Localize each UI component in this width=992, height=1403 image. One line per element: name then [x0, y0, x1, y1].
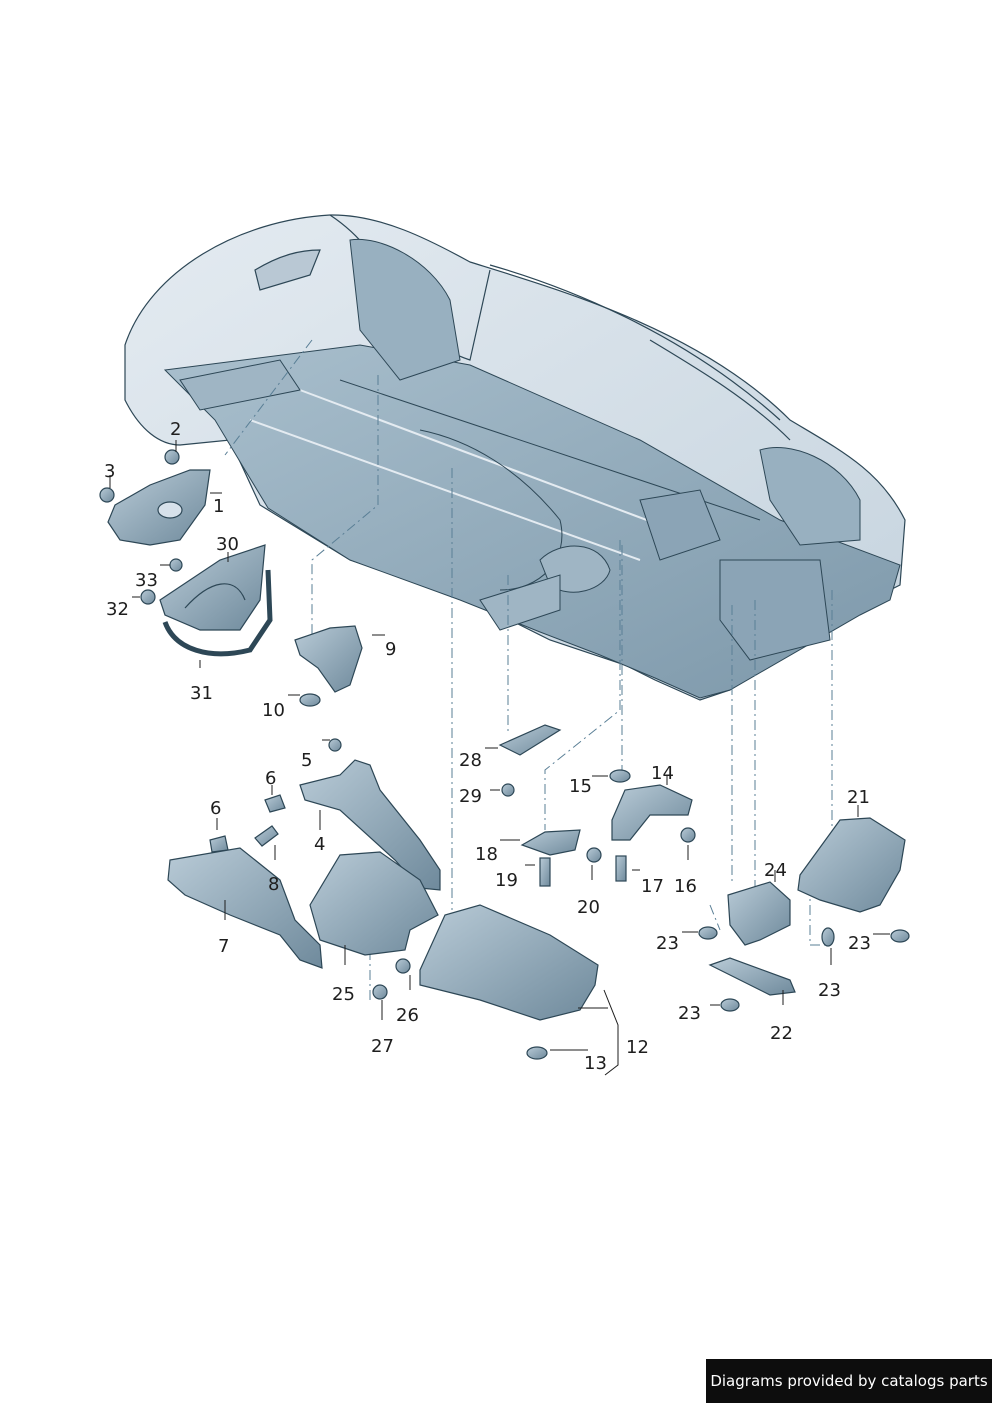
callout-24: 24 [764, 860, 787, 881]
floor-pan [163, 238, 901, 699]
callout-29: 29 [459, 786, 482, 807]
callout-15: 15 [569, 776, 592, 797]
callout-ticks [109, 440, 890, 1076]
callout-1: 1 [213, 496, 225, 517]
callout-27: 27 [371, 1036, 394, 1057]
callout-4: 4 [314, 834, 326, 855]
watermark-banner: Diagrams provided by catalogs parts [706, 1359, 992, 1403]
callout-22: 22 [770, 1023, 793, 1044]
callout-12: 12 [626, 1037, 649, 1058]
parts [99, 449, 910, 1060]
callout-30: 30 [216, 534, 239, 555]
callout-21: 21 [847, 787, 870, 808]
callout-25: 25 [332, 984, 355, 1005]
callout-23-left: 23 [656, 933, 679, 954]
callout-7: 7 [218, 936, 230, 957]
callout-13: 13 [584, 1053, 607, 1074]
callout-31: 31 [190, 683, 213, 704]
callout-6-lower: 6 [210, 798, 222, 819]
callout-10: 10 [262, 700, 285, 721]
callout-9: 9 [385, 639, 397, 660]
callout-23-bottom: 23 [678, 1003, 701, 1024]
callout-33: 33 [135, 570, 158, 591]
callout-18: 18 [475, 844, 498, 865]
callout-16: 16 [674, 876, 697, 897]
callout-8: 8 [268, 874, 280, 895]
callout-17: 17 [641, 876, 664, 897]
leader-lines [224, 339, 833, 1000]
callout-2: 2 [170, 419, 182, 440]
callout-3: 3 [104, 461, 116, 482]
callout-32: 32 [106, 599, 129, 620]
callout-6-upper: 6 [265, 768, 277, 789]
callout-28: 28 [459, 750, 482, 771]
callout-14: 14 [651, 763, 674, 784]
watermark-text: Diagrams provided by catalogs parts [710, 1372, 988, 1390]
callout-26: 26 [396, 1005, 419, 1026]
callout-5: 5 [301, 750, 313, 771]
callout-23-right: 23 [848, 933, 871, 954]
callout-23-mid: 23 [818, 980, 841, 1001]
callout-20: 20 [577, 897, 600, 918]
callout-19: 19 [495, 870, 518, 891]
